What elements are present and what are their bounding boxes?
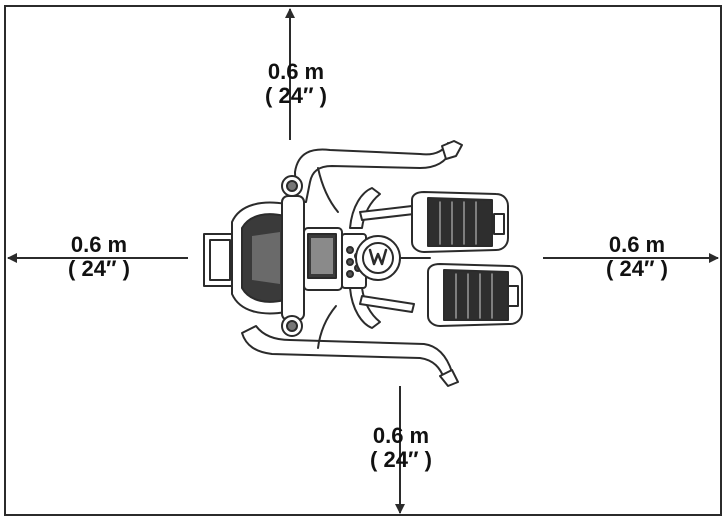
top-clearance-label: 0.6 m ( 24″ ) [241, 60, 351, 108]
lower-pedal [427, 263, 523, 327]
central-hub-inner [362, 242, 394, 274]
brand-logo [368, 248, 388, 266]
left-clearance-label: 0.6 m ( 24″ ) [44, 233, 154, 281]
right-clearance-metric: 0.6 m [608, 232, 666, 257]
clearance-boundary [4, 5, 722, 516]
machine-top-view-icon [203, 140, 523, 387]
bottom-clearance-imperial: ( 24″ ) [370, 447, 432, 472]
upper-handlebar-grip [441, 140, 463, 160]
control-button [346, 258, 354, 266]
upper-linkage [349, 187, 381, 229]
upper-pedal [411, 191, 509, 253]
backrest-column [281, 195, 305, 321]
bottom-clearance-label: 0.6 m ( 24″ ) [346, 424, 456, 472]
lower-handlebar-arm [317, 305, 337, 349]
right-clearance-label: 0.6 m ( 24″ ) [582, 233, 692, 281]
right-clearance-imperial: ( 24″ ) [606, 256, 668, 281]
control-button [346, 270, 354, 278]
top-clearance-metric: 0.6 m [267, 59, 325, 84]
lower-knob-inner [286, 320, 298, 332]
control-button [346, 246, 354, 254]
lower-handlebar [241, 325, 453, 379]
console-display-screen [311, 238, 333, 274]
bottom-clearance-metric: 0.6 m [372, 423, 430, 448]
upper-handlebar-arm [317, 167, 339, 213]
lower-handlebar-grip [439, 369, 459, 387]
top-clearance-imperial: ( 24″ ) [265, 83, 327, 108]
left-clearance-metric: 0.6 m [70, 232, 128, 257]
seat-pad-highlight [252, 232, 280, 284]
lower-link-bar [359, 295, 415, 313]
rear-frame-inner [209, 239, 231, 281]
lower-linkage [349, 287, 381, 329]
left-clearance-imperial: ( 24″ ) [68, 256, 130, 281]
upper-knob-inner [286, 180, 298, 192]
